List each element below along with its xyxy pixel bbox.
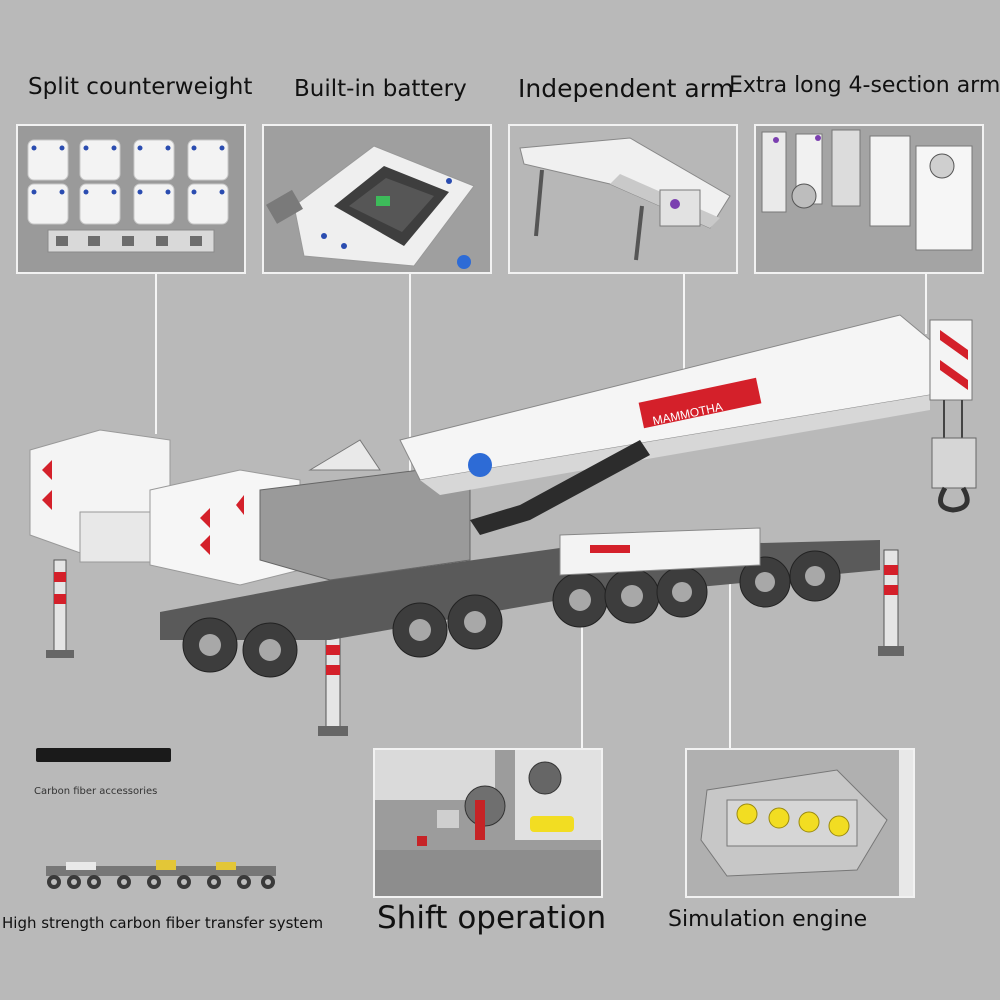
label-built-in-battery: Built-in battery [294, 76, 467, 102]
boom-label: MAMMOTHA [651, 400, 724, 429]
carbon-fiber-rod [36, 748, 171, 762]
label-independent-arm: Independent arm [518, 74, 734, 103]
label-simulation-engine: Simulation engine [668, 907, 868, 932]
label-extra-long-arm: Extra long 4-section arm [729, 73, 1000, 98]
connector-line [729, 560, 731, 750]
label-shift-operation: Shift operation [377, 900, 607, 936]
connector-line [409, 274, 411, 474]
independent-arm-photo [508, 124, 738, 274]
simulation-engine-photo [685, 748, 915, 898]
carbon-fiber-transfer-photo [46, 860, 276, 889]
counterweight-photo [16, 124, 246, 274]
battery-photo [262, 124, 492, 274]
label-carbon-fiber-accessories: Carbon fiber accessories [34, 786, 158, 797]
shift-operation-photo [373, 748, 603, 898]
label-split-counterweight: Split counterweight [28, 74, 253, 100]
connector-line [683, 274, 685, 404]
four-section-arm-photo [754, 124, 984, 274]
connector-line [155, 274, 157, 434]
connector-line [581, 555, 583, 750]
connector-line [925, 274, 927, 334]
label-carbon-fiber-transfer: High strength carbon fiber transfer syst… [2, 914, 324, 932]
